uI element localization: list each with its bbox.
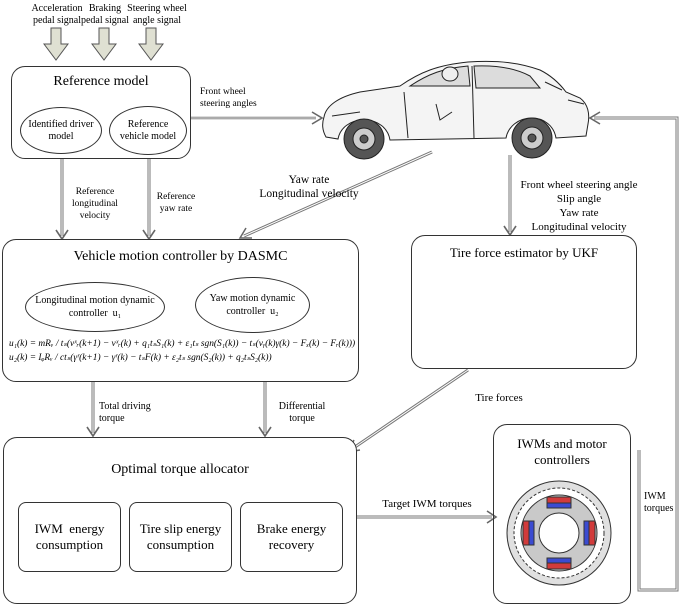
car-illustration bbox=[322, 60, 590, 160]
arrow-tire-forces bbox=[346, 368, 469, 453]
reference-model-title: Reference model bbox=[53, 74, 149, 89]
controller-title: Vehicle motion controller by DASMC bbox=[73, 249, 288, 264]
arrow-front-steering bbox=[191, 111, 324, 125]
label-ref-yaw-rate: Reference yaw rate bbox=[156, 192, 196, 214]
arrow-car-to-controller bbox=[238, 150, 433, 239]
arrow-diff-torque bbox=[258, 381, 272, 438]
brake-energy-recovery: Brake energy recovery bbox=[240, 502, 343, 572]
yaw-controller: Yaw motion dynamic controller u₂ bbox=[195, 277, 310, 333]
iwm-title: IWMs and motor controllers bbox=[517, 436, 607, 467]
reference-vehicle-model: Reference vehicle model bbox=[109, 106, 187, 155]
input-label-steering: Steering wheel angle signal bbox=[127, 3, 187, 26]
label-target-iwm-torques: Target IWM torques bbox=[382, 498, 472, 510]
input-arrow-acceleration bbox=[43, 27, 69, 61]
arrow-target-torques bbox=[357, 510, 498, 524]
tire-slip-energy-consumption: Tire slip energy consumption bbox=[129, 502, 232, 572]
label-front-wheel-steering-angles: Front wheel steering angles bbox=[200, 87, 257, 109]
longitudinal-controller: Longitudinal motion dynamic controller u… bbox=[25, 282, 165, 332]
label-ref-longitudinal-velocity: Reference longitudinal velocity bbox=[72, 187, 118, 221]
label-iwm-torques: IWM torques bbox=[644, 491, 674, 514]
control-equation-1: u₁(k) = mRᵥ / tₛ(vˣᵣ(k+1) − vˣᵣ(k) + q₁t… bbox=[9, 339, 356, 349]
motor-illustration bbox=[506, 480, 612, 586]
label-differential-torque: Differential torque bbox=[278, 401, 326, 424]
identified-driver-model: Identified driver model bbox=[20, 107, 102, 154]
label-estimator-inputs: Front wheel steering angle Slip angle Ya… bbox=[520, 179, 638, 233]
iwm-energy-consumption: IWM energy consumption bbox=[18, 502, 121, 572]
tire-force-estimator-block bbox=[411, 235, 637, 369]
control-equation-2: u₂(k) = IᵩRᵥ / ctₛ(γʳ(k+1) − γʳ(k) − tₛF… bbox=[9, 353, 272, 363]
label-yaw-longitudinal: Yaw rate Longitudinal velocity bbox=[259, 174, 359, 200]
iwm-motor-controllers-block bbox=[493, 424, 631, 604]
allocator-title: Optimal torque allocator bbox=[111, 462, 249, 477]
label-total-driving-torque: Total driving torque bbox=[99, 401, 151, 424]
arrow-iwm-feedback bbox=[588, 111, 679, 592]
input-label-acceleration: Acceleration pedal signal bbox=[31, 3, 83, 26]
arrow-total-torque bbox=[86, 381, 100, 438]
input-arrow-braking bbox=[91, 27, 117, 61]
estimator-title: Tire force estimator by UKF bbox=[449, 245, 599, 260]
input-arrow-steering bbox=[138, 27, 164, 61]
input-label-braking: Braking pedal signal bbox=[80, 3, 130, 26]
label-tire-forces: Tire forces bbox=[475, 392, 523, 404]
